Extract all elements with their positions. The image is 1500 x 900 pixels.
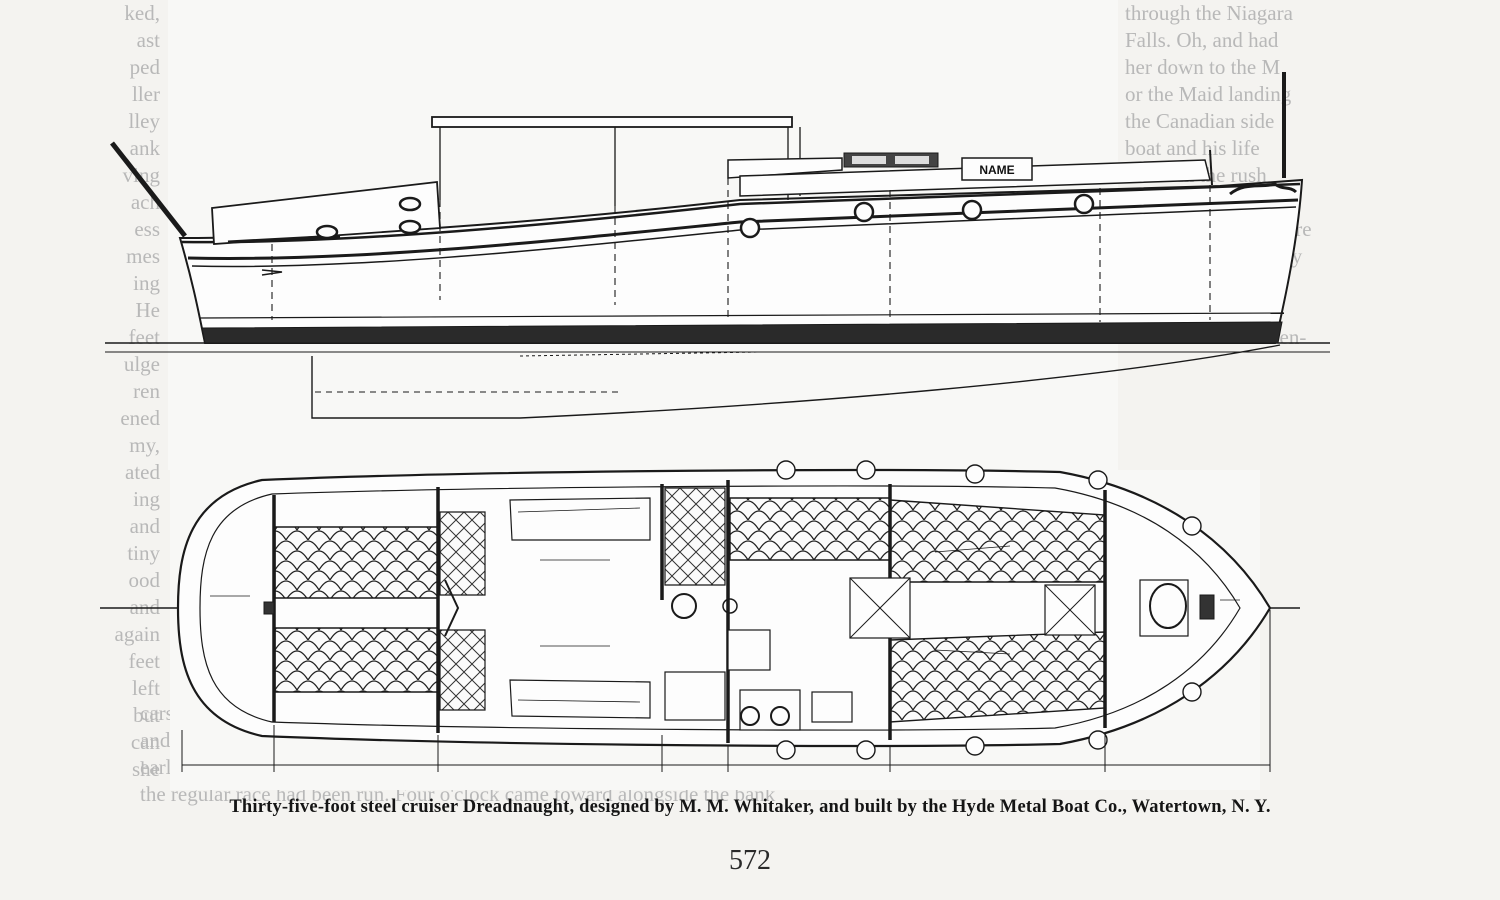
left-column-line: and (129, 595, 160, 619)
keel-line (311, 344, 1281, 419)
right-column-line: boat and his life (1125, 136, 1260, 160)
left-column-line: ing (133, 487, 160, 511)
left-column-line: mes (126, 244, 160, 268)
deck-plan-view (100, 460, 1300, 772)
left-column-line: ess (134, 217, 160, 241)
name-plate (961, 157, 1033, 181)
left-column-line: tiny (127, 541, 160, 565)
left-column-line: again (114, 622, 160, 646)
left-column-line: left (132, 676, 160, 700)
right-column-line: Falls. Oh, and had (1125, 28, 1279, 52)
left-column-line: ren (133, 379, 160, 403)
left-column-line: she (132, 757, 160, 781)
left-column-line: lley (128, 109, 161, 133)
canopy-top (431, 116, 793, 128)
left-column-line: my, (129, 433, 160, 457)
forward-berth-starboard (274, 627, 439, 693)
bow-staff (110, 141, 187, 238)
left-column-line: ped (129, 55, 160, 79)
left-column-line: can (130, 730, 160, 754)
left-column-line: ated (125, 460, 160, 484)
left-column-line: ened (120, 406, 160, 430)
left-column-line: ood (128, 568, 161, 592)
left-column-line: ulge (123, 352, 160, 376)
left-column-line: ing (133, 271, 160, 295)
left-column-line: feet (128, 325, 160, 349)
right-column-line: or the Maid landing (1125, 82, 1292, 106)
left-column-line: but (133, 703, 160, 727)
left-column-line: ller (132, 82, 160, 106)
hull-name-label: NAME (979, 163, 1014, 177)
forward-berth-port (274, 526, 439, 599)
left-column-line: feet (128, 649, 160, 673)
profile-view (105, 72, 1330, 419)
left-column-line: ked, (124, 1, 160, 25)
aft-seat-starboard (889, 631, 1106, 723)
portholes (315, 193, 1095, 240)
fenders (776, 460, 1202, 760)
right-column-line: the Canadian side (1125, 109, 1275, 133)
left-column-line: ank (129, 136, 160, 160)
left-column-line: and (129, 514, 160, 538)
right-column-line: her down to the M (1125, 55, 1281, 79)
left-column-line: ast (136, 28, 160, 52)
page-number: 572 (729, 845, 771, 876)
boot-top (201, 321, 1283, 344)
figure-caption: Thirty-five-foot steel cruiser Dreadnaug… (229, 797, 1271, 817)
right-column-line: through the Niagara (1125, 1, 1293, 25)
aft-seat-port (729, 497, 891, 561)
left-column-line: He (135, 298, 161, 322)
